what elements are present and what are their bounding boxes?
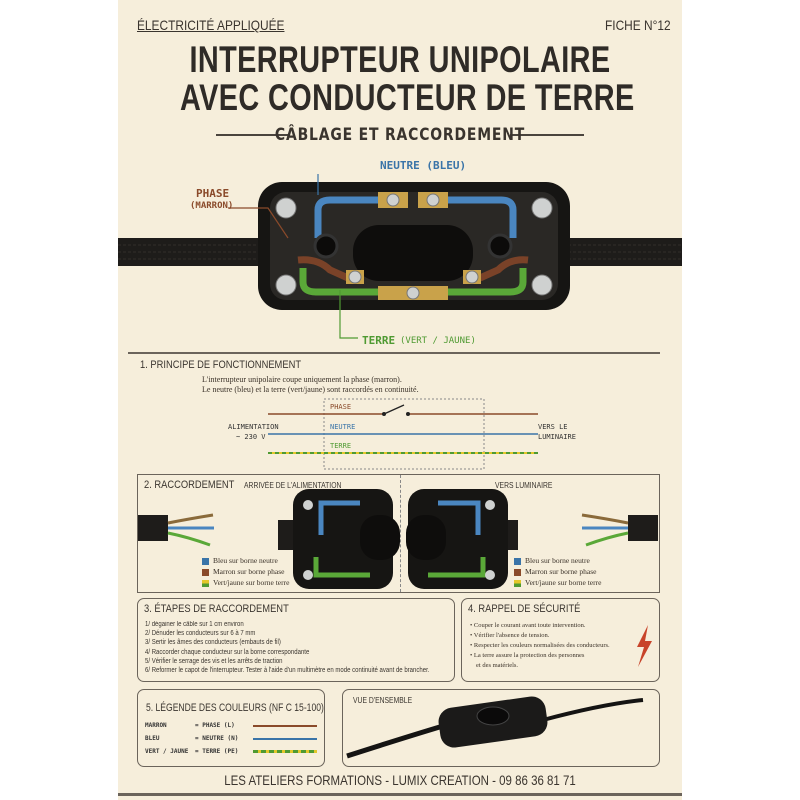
legend-item: Bleu sur borne neutre [514, 555, 601, 566]
step-item: 1/ dégainer le câble sur 1 cm environ [145, 621, 244, 628]
connection-illustration [138, 489, 658, 589]
right-legend: Bleu sur borne neutre Marron sur borne p… [514, 555, 601, 588]
safety-item: • La terre assure la protection des pers… [470, 652, 585, 659]
supply-label: ALIMENTATION [228, 423, 279, 431]
legend-item: Vert/jaune sur borne terre [202, 577, 289, 588]
phase-sublabel: (MARRON) [190, 201, 234, 211]
switch-overview-image [346, 696, 644, 759]
green-yellow-swatch [514, 579, 521, 587]
category-label: ÉLECTRICITÉ APPLIQUÉE [137, 17, 285, 33]
footer-text: LES ATELIERS FORMATIONS - LUMIX CREATION… [224, 772, 576, 788]
safety-list: • Couper le courant avant toute interven… [470, 621, 610, 671]
overview-section: VUE D'ENSEMBLE [342, 689, 660, 767]
blue-swatch [514, 557, 521, 565]
supply-voltage: ~ 230 V [236, 433, 266, 441]
section4-title: 4. RAPPEL DE SÉCURITÉ [468, 603, 581, 615]
legend-row: BLEU= NEUTRE (N) [145, 732, 317, 745]
steps-list: 1/ dégainer le câble sur 1 cm environ 2/… [145, 620, 429, 675]
color-legend-rows: MARRON= PHASE (L) BLEU= NEUTRE (N) VERT … [145, 719, 317, 758]
left-caption: ARRIVÉE DE L'ALIMENTATION [244, 481, 342, 490]
schematic-phase-label: PHASE [330, 403, 352, 411]
section5-title: 5. LÉGENDE DES COULEURS (NF C 15-100) [146, 702, 324, 714]
footer-rule [118, 793, 682, 796]
legend-item: Marron sur borne phase [202, 566, 289, 577]
section3-title: 3. ÉTAPES DE RACCORDEMENT [144, 603, 289, 615]
switch-wiring-illustration [118, 174, 682, 339]
blue-line [253, 737, 317, 740]
switch-contact [383, 404, 405, 415]
step-item: 3/ Sertir les âmes des conducteurs (emba… [145, 639, 281, 647]
right-caption: VERS LUMINAIRE [495, 481, 553, 490]
poster: ÉLECTRICITÉ APPLIQUÉE FICHE N°12 INTERRU… [118, 0, 682, 800]
connection-section: 2. RACCORDEMENT ARRIVÉE DE L'ALIMENTATIO… [137, 474, 660, 593]
principle-schematic [268, 398, 538, 470]
step-item: 4/ Raccorder chaque conducteur sur la bo… [145, 648, 310, 656]
neutral-label: NEUTRE (BLEU) [380, 159, 467, 172]
legend-row: MARRON= PHASE (L) [145, 719, 317, 732]
brown-swatch [202, 568, 209, 576]
green-yellow-line [253, 750, 317, 753]
step-item: 6/ Reformer le capot de l'interrupteur. … [145, 667, 430, 675]
legend-item: Vert/jaune sur borne terre [514, 577, 601, 588]
sheet-number: FICHE N°12 [605, 17, 671, 33]
blue-swatch [202, 557, 209, 565]
divider [510, 134, 584, 136]
section2-title: 2. RACCORDEMENT [144, 479, 235, 491]
legend-item: Bleu sur borne neutre [202, 555, 289, 566]
legend-item: Marron sur borne phase [514, 566, 601, 577]
section1-title: 1. PRINCIPE DE FONCTIONNEMENT [140, 359, 302, 371]
divider [400, 475, 401, 592]
left-legend: Bleu sur borne neutre Marron sur borne p… [202, 555, 289, 588]
lightning-icon [637, 625, 652, 667]
brown-line [253, 724, 317, 727]
safety-item: • Couper le courant avant toute interven… [470, 622, 586, 629]
earth-sublabel: (VERT / JAUNE) [400, 336, 476, 346]
step-item: 2/ Dénuder les conducteurs sur 6 à 7 mm [145, 630, 256, 638]
color-legend-section: 5. LÉGENDE DES COULEURS (NF C 15-100) MA… [137, 689, 325, 767]
subtitle: CÂBLAGE ET RACCORDEMENT [274, 125, 526, 145]
destination-label: VERS LE [538, 423, 568, 431]
steps-section: 3. ÉTAPES DE RACCORDEMENT 1/ dégainer le… [137, 598, 455, 682]
divider [128, 352, 660, 354]
section1-text: L'interrupteur unipolaire coupe uniqueme… [202, 375, 402, 384]
title-line-1: INTERRUPTEUR UNIPOLAIRE [189, 39, 611, 80]
overview-title: VUE D'ENSEMBLE [353, 696, 413, 705]
title-line-2: AVEC CONDUCTEUR DE TERRE [180, 77, 635, 118]
step-item: 5/ Vérifier le serrage des vis et les ar… [145, 657, 283, 665]
safety-section: 4. RAPPEL DE SÉCURITÉ • Couper le couran… [461, 598, 660, 682]
green-yellow-swatch [202, 579, 209, 587]
phase-label: PHASE [196, 187, 230, 200]
schematic-neutral-label: NEUTRE [330, 423, 356, 431]
legend-row: VERT / JAUNE= TERRE (PE) [145, 745, 317, 758]
earth-label: TERRE [362, 334, 396, 347]
safety-item: et des matériels. [476, 662, 519, 669]
destination-label: LUMINAIRE [538, 433, 576, 441]
section1-text: Le neutre (bleu) et la terre (vert/jaune… [202, 385, 419, 394]
brown-swatch [514, 568, 521, 576]
divider [216, 134, 290, 136]
safety-item: • Respecter les couleurs normalisées des… [470, 642, 610, 649]
safety-item: • Vérifier l'absence de tension. [470, 632, 550, 639]
schematic-earth-label: TERRE [330, 442, 352, 450]
